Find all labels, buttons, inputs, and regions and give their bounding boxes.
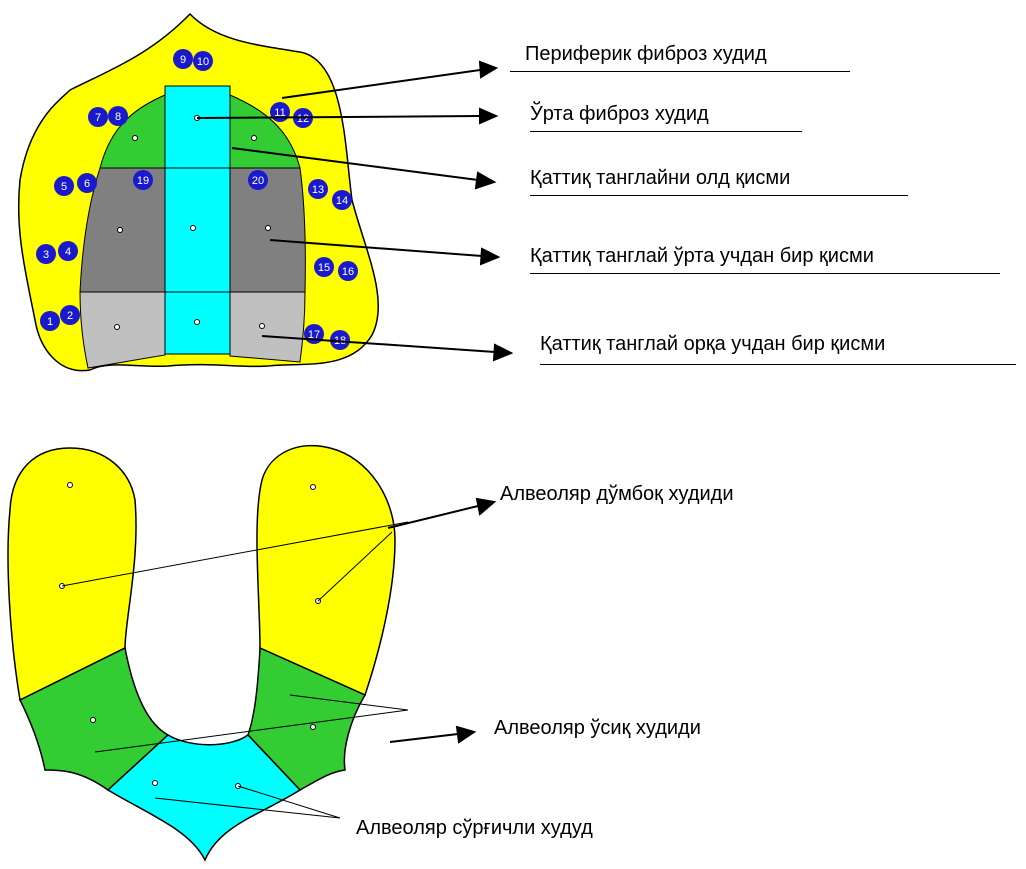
label-hard-palate-anterior: Қаттиқ танглайни олд қисми xyxy=(530,168,790,188)
label-hard-palate-middle-third: Қаттиқ танглай ўрта учдан бир қисми xyxy=(530,246,874,266)
marker-number-12: 12 xyxy=(297,113,309,125)
upper-jaw-diagram: 1234567891011121314151617181920 xyxy=(19,14,511,371)
label-hard-palate-posterior-third: Қаттиқ танглай орқа учдан бир қисми xyxy=(540,334,885,354)
marker-number-2: 2 xyxy=(67,310,73,322)
label-middle-fibrous: Ўрта фиброз худид xyxy=(530,104,709,124)
underline-hard-palate-anterior xyxy=(530,195,908,196)
marker-number-8: 8 xyxy=(115,111,121,123)
label-alveolar-process: Алвеоляр ўсиқ худиди xyxy=(494,718,701,738)
marker-number-1: 1 xyxy=(47,316,53,328)
marker-number-13: 13 xyxy=(312,184,324,196)
marker-number-15: 15 xyxy=(318,262,330,274)
underline-hard-palate-posterior-third xyxy=(540,364,1016,365)
middle-fibrous-zone xyxy=(165,86,230,354)
label-peripheral-fibrous: Периферик фиброз худид xyxy=(525,44,767,64)
marker-number-20: 20 xyxy=(252,175,264,187)
marker-number-6: 6 xyxy=(84,178,90,190)
marker-number-19: 19 xyxy=(137,175,149,187)
lower-arrows xyxy=(388,499,494,742)
marker-number-3: 3 xyxy=(43,249,49,261)
underline-middle-fibrous xyxy=(530,131,802,132)
marker-number-7: 7 xyxy=(95,112,101,124)
hard-palate-posterior-third-right xyxy=(230,292,305,362)
marker-number-16: 16 xyxy=(342,266,354,278)
marker-number-14: 14 xyxy=(336,195,348,207)
label-alveolar-tubercle: Алвеоляр дўмбоқ худиди xyxy=(500,484,734,504)
lower-jaw-diagram xyxy=(8,446,494,860)
marker-number-10: 10 xyxy=(197,56,209,68)
hard-palate-posterior-third-left xyxy=(80,292,165,368)
underline-hard-palate-middle-third xyxy=(530,273,1000,274)
marker-number-9: 9 xyxy=(180,54,186,66)
label-alveolar-papillary: Алвеоляр сўрғичли худуд xyxy=(356,818,593,838)
marker-number-4: 4 xyxy=(65,246,71,258)
marker-number-5: 5 xyxy=(61,181,67,193)
underline-peripheral-fibrous xyxy=(510,71,850,72)
